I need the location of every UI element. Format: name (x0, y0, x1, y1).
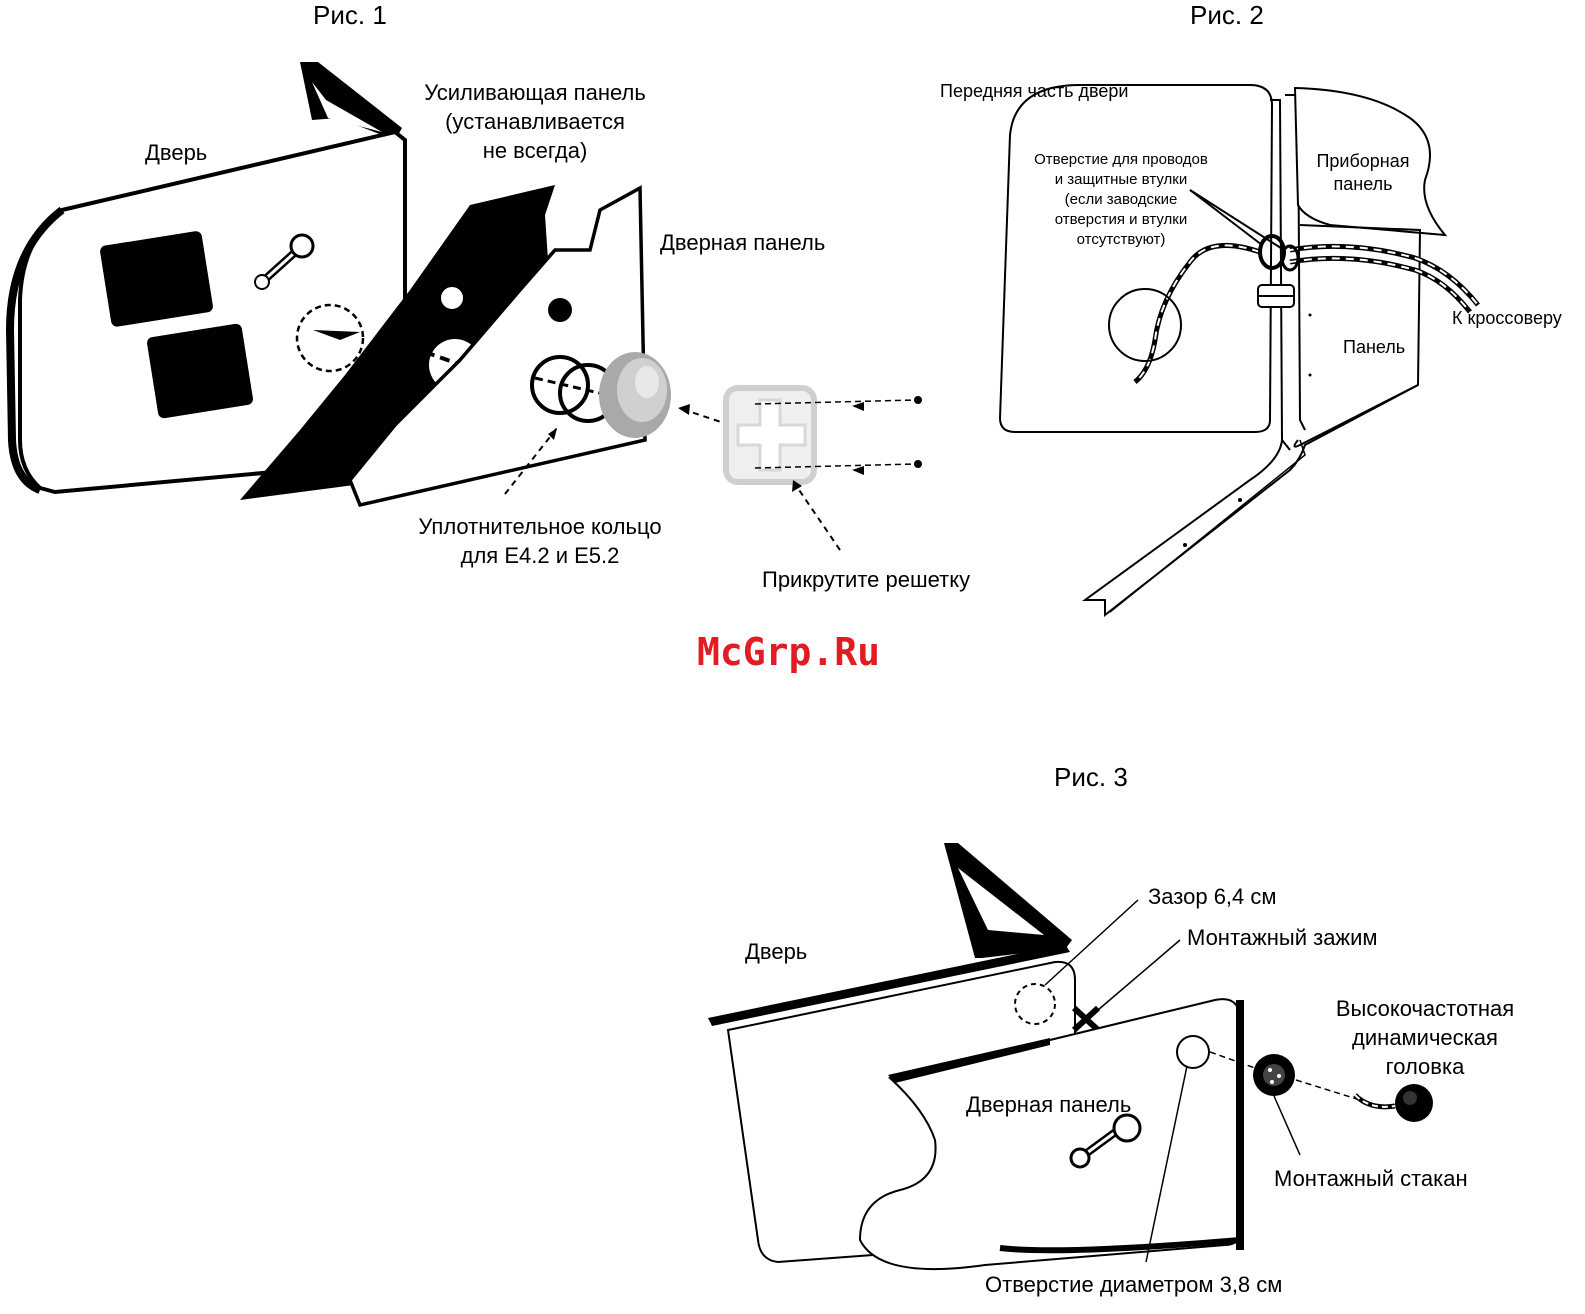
fig2-hole-line4: отверстия и втулки (1054, 211, 1188, 228)
fig1-door-panel-label: Дверная панель (660, 230, 826, 255)
fig2-dash-line1: Приборная (1316, 151, 1410, 171)
fig2-panel-label: Панель (1343, 337, 1406, 357)
fig2-title: Рис. 2 (1190, 0, 1264, 30)
fig1-reinforce-line1: Усиливающая панель (424, 80, 646, 105)
fig2-front-door-label: Передняя часть двери (940, 81, 1129, 101)
fig2-dashboard (1293, 86, 1448, 237)
fig2-hole-line2: и защитные втулки (1054, 171, 1188, 188)
fig2-sill (1081, 384, 1419, 618)
fig3-title: Рис. 3 (1054, 762, 1128, 792)
fig3-hole (1176, 1035, 1210, 1069)
fig3-drawing (708, 843, 1433, 1271)
fig2-drawing (998, 84, 1480, 618)
fig1-reinforcement-panel (240, 185, 555, 500)
fig1-screw (852, 402, 864, 411)
fig1-door-label: Дверь (145, 140, 208, 165)
fig1-reinforce-line2: (устанавливается (445, 109, 625, 134)
fig1-reinforce-label: Усиливающая панель (устанавливается не в… (405, 78, 665, 165)
fig2-hole-line5: отсутствуют) (1076, 231, 1166, 248)
fig1-reinforce-line3: не всегда) (482, 138, 588, 163)
fig2-hole-line3: (если заводские (1064, 191, 1178, 208)
fig1-door-cutout-1 (100, 231, 213, 327)
fig1-seal-label: Уплотнительное кольцо для E4.2 и E5.2 (395, 512, 685, 570)
fig2-speaker-hole (1108, 288, 1182, 362)
fig2-dash-line2: панель (1333, 174, 1393, 194)
fig3-window-frame (944, 843, 1072, 958)
fig3-cup-label: Монтажный стакан (1274, 1166, 1468, 1191)
fig1-screw-grille-label: Прикрутите решетку (762, 567, 971, 592)
fig2-hole-line1: Отверстие для проводов (1034, 151, 1208, 168)
fig3-tweeter-line3: головка (1385, 1054, 1465, 1079)
fig1-door-cutout-2 (147, 323, 253, 419)
watermark: McGrp.Ru (697, 630, 881, 674)
fig3-clip-label: Монтажный зажим (1187, 925, 1378, 950)
fig3-door-panel-label: Дверная панель (966, 1092, 1132, 1117)
fig3-hole-label: Отверстие диаметром 3,8 см (985, 1272, 1283, 1297)
fig1-drawing (5, 62, 922, 551)
fig2-crossover-label: К кроссоверу (1452, 308, 1562, 328)
fig1-window-frame (300, 62, 402, 140)
fig3-handle (1112, 1113, 1142, 1143)
fig1-seal-line2: для E4.2 и E5.2 (460, 543, 620, 568)
fig3-tweeter-line2: динамическая (1352, 1025, 1498, 1050)
fig3-tweeter-label: Высокочастотная динамическая головка (1310, 994, 1540, 1081)
fig3-gap-label: Зазор 6,4 см (1148, 884, 1277, 909)
fig1-handle (289, 233, 315, 259)
fig1-door-panel (347, 185, 647, 508)
fig3-tweeter-line1: Высокочастотная (1335, 996, 1515, 1021)
fig1-title: Рис. 1 (313, 0, 387, 30)
fig2-hole-label: Отверстие для проводов и защитные втулки… (1010, 150, 1232, 250)
fig1-seal-line1: Уплотнительное кольцо (418, 514, 662, 539)
fig2-dashboard-label: Приборная панель (1308, 150, 1418, 196)
fig2-door (998, 84, 1274, 433)
fig3-door-label: Дверь (745, 939, 808, 964)
